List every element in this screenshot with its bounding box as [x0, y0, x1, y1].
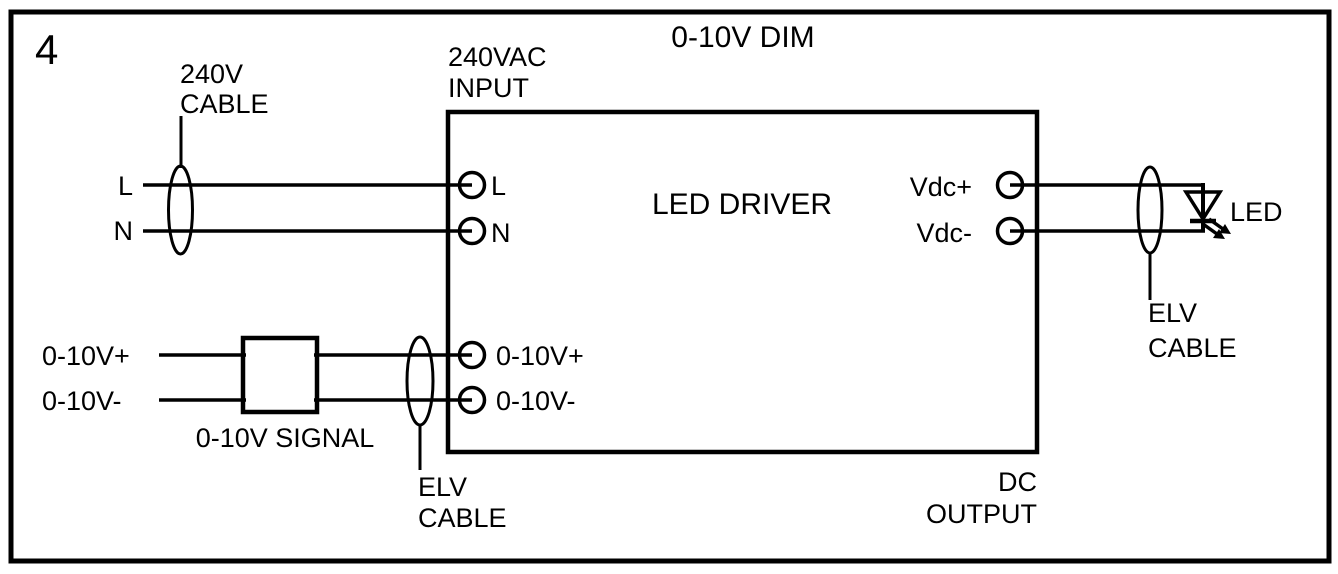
led-driver-label: LED DRIVER: [652, 188, 832, 221]
led-emission-arrows-icon: [1201, 217, 1231, 239]
line-terminal-label: L: [491, 171, 506, 201]
elv-cable-left-ellipse: [405, 335, 435, 427]
led-diode-triangle: [1182, 190, 1224, 223]
neutral-terminal-label: N: [491, 218, 511, 248]
led-arrow-head-1: [1213, 229, 1225, 239]
dim-plus-terminal-label: 0-10V+: [496, 341, 584, 371]
led-arrow-shaft-2: [1207, 217, 1225, 231]
dim-minus-terminal-label: 0-10V-: [496, 386, 576, 416]
led-driver-box: [445, 109, 1040, 455]
vdc-minus-terminal-label: Vdc-: [916, 218, 972, 248]
elv-cable-left-label-line2: CABLE: [418, 503, 507, 533]
line-label-external: L: [118, 171, 133, 201]
elv-cable-right-label-line1: ELV: [1148, 298, 1197, 328]
figure-number: 4: [35, 26, 58, 73]
led-label: LED: [1230, 197, 1283, 227]
dc-output-label-line2: OUTPUT: [926, 499, 1037, 529]
neutral-label-external: N: [114, 216, 134, 246]
led-arrow-head-2: [1219, 224, 1231, 234]
dc-output-label-line1: DC: [998, 467, 1037, 497]
mains-cable-ellipse: [167, 164, 194, 256]
input-label-line2: INPUT: [448, 73, 529, 103]
neutral-terminal-circle: [457, 216, 487, 246]
diagram-title: 0-10V DIM: [671, 21, 814, 54]
mains-cable-label-line1: 240V: [180, 59, 243, 89]
elv-cable-right-label-line2: CABLE: [1148, 333, 1237, 363]
elv-cable-left-label-line1: ELV: [418, 472, 467, 502]
signal-source-box: [240, 335, 320, 415]
vdc-plus-terminal-label: Vdc+: [910, 172, 972, 202]
line-terminal-circle: [457, 170, 487, 200]
led-arrow-shaft-1: [1201, 222, 1219, 236]
elv-cable-right-ellipse: [1136, 165, 1164, 255]
outer-border: [8, 9, 1332, 564]
dim-minus-label-external: 0-10V-: [42, 386, 122, 416]
signal-box-label: 0-10V SIGNAL: [196, 423, 375, 453]
dim-plus-label-external: 0-10V+: [42, 341, 130, 371]
dim-minus-terminal-circle: [457, 385, 487, 415]
dim-plus-terminal-circle: [457, 340, 487, 370]
input-label-line1: 240VAC: [448, 42, 547, 72]
mains-cable-label-line2: CABLE: [180, 89, 269, 119]
